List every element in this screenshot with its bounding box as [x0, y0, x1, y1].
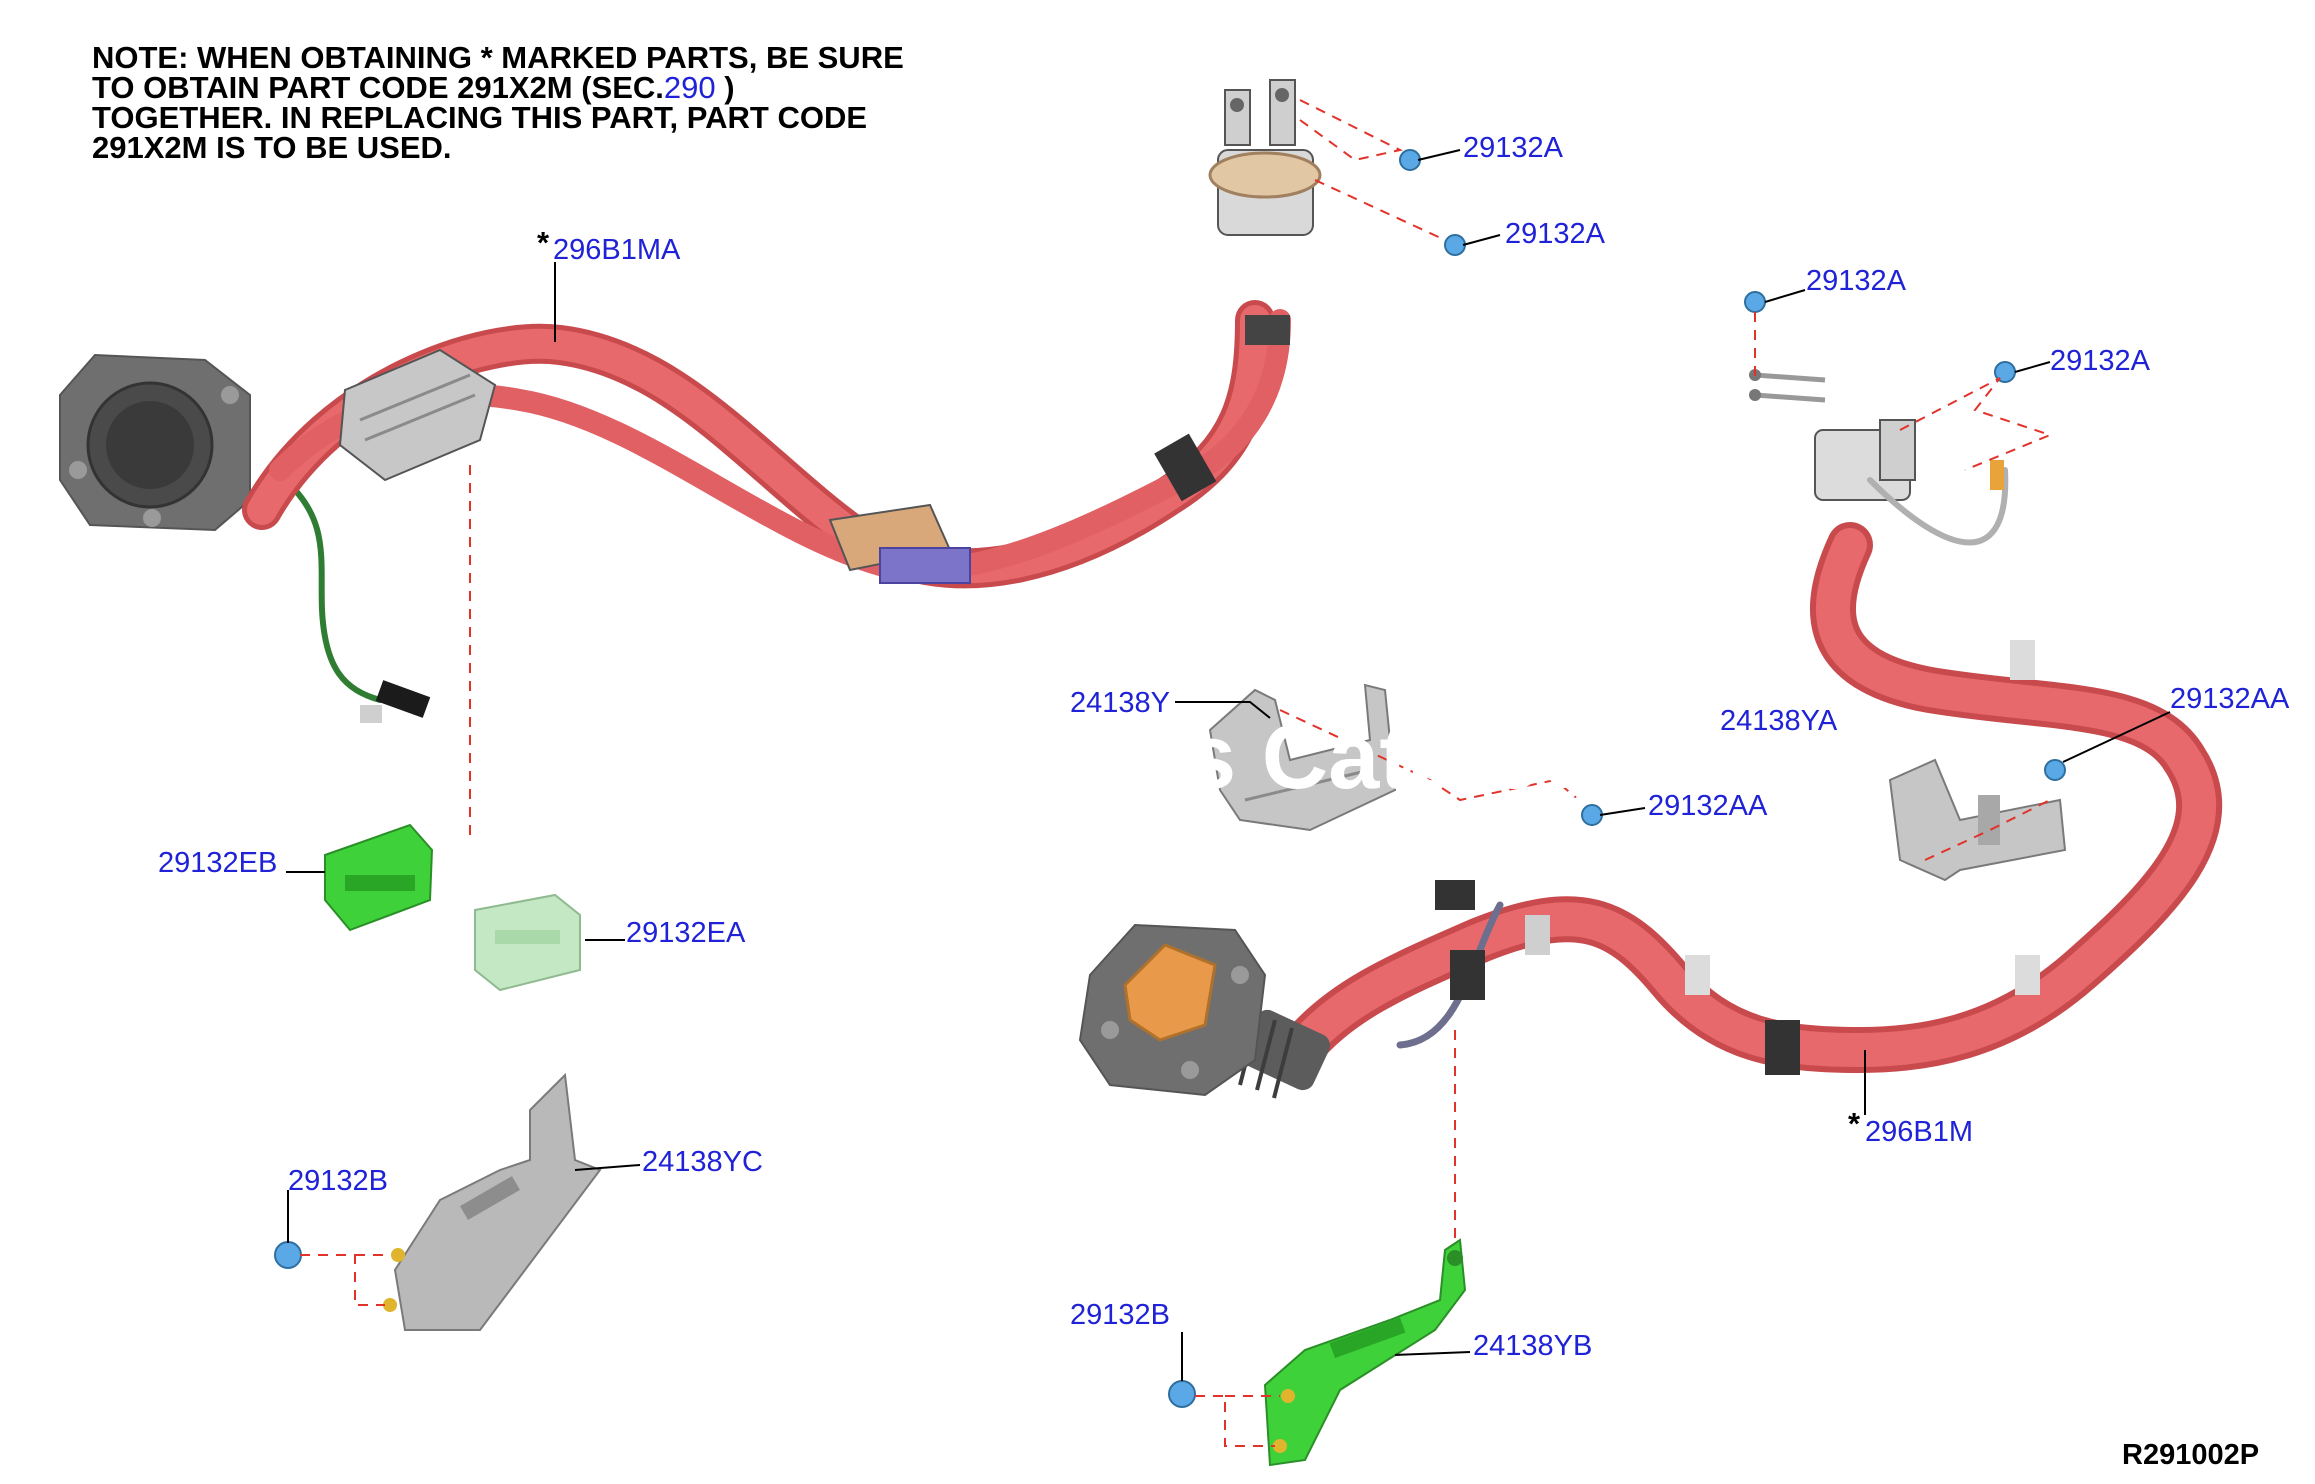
note-block: NOTE: WHEN OBTAINING * MARKED PARTS, BE … [92, 40, 904, 165]
callout-29132EB[interactable]: 29132EB [158, 847, 277, 879]
bolt-icon [1399, 149, 1421, 171]
bolt-icon [383, 1298, 397, 1312]
hose-clamp [1154, 433, 1217, 502]
section-ref-link[interactable]: 290 [664, 70, 716, 105]
bracket-24138YC [393, 1072, 602, 1331]
bracket-24138YA [1888, 758, 2067, 882]
sensor-terminal [1990, 460, 2004, 490]
callout-29132A-3[interactable]: 29132A [1806, 265, 1907, 297]
callout-labels: * 296B1MA 29132A 29132A 29132A 29132A 24… [158, 132, 2290, 1362]
nut-icon [274, 1241, 302, 1269]
ground-wire [282, 477, 383, 703]
note-line-2: TO OBTAIN PART CODE 291X2M (SEC.290 ) [92, 70, 735, 105]
hose-clamp [1685, 955, 1710, 995]
bolt-icon [1444, 234, 1466, 256]
charge-port-icon [59, 353, 251, 532]
nut-icon [1168, 1380, 1196, 1408]
hose-clamp [1245, 315, 1290, 345]
hose-clamp [2010, 640, 2035, 680]
harness-terminal-upper-right [1749, 369, 1916, 501]
bolt-icon [1281, 1389, 1295, 1403]
callout-29132AA-1[interactable]: 29132AA [2170, 683, 2290, 715]
clip-29132EB [324, 823, 434, 932]
callout-24138Y[interactable]: 24138Y [1070, 687, 1170, 719]
note-line-2-text: TO OBTAIN PART CODE 291X2M (SEC. [92, 70, 664, 105]
guide-lines-front [469, 99, 1446, 835]
rear-harness-assembly [1078, 291, 2223, 1099]
bolt-icon [391, 1248, 405, 1262]
hose-clamp [1765, 1020, 1800, 1075]
guide-lines-rear [1279, 312, 2053, 1240]
diagram-id: R291002P [2122, 1439, 2259, 1471]
callout-29132B-2[interactable]: 29132B [1070, 1299, 1170, 1331]
bolt-icon [2044, 759, 2066, 781]
clip-29132EA [474, 893, 581, 992]
callout-29132AA-2[interactable]: 29132AA [1648, 790, 1768, 822]
note-line-4: 291X2M IS TO BE USED. [92, 130, 452, 165]
callout-24138YA[interactable]: 24138YA [1720, 705, 1838, 737]
guide-yc-1 [300, 1254, 385, 1306]
callout-296B1M[interactable]: 296B1M [1865, 1116, 1973, 1148]
charge-port-icon [1078, 923, 1267, 1097]
ground-terminal [360, 680, 431, 723]
bracket-24138YB [1263, 1238, 1467, 1467]
bolt-icon [1581, 804, 1603, 826]
note-line-1: NOTE: WHEN OBTAINING * MARKED PARTS, BE … [92, 40, 904, 75]
callout-29132B-1[interactable]: 29132B [288, 1165, 388, 1197]
bolt-icon [1744, 291, 1766, 313]
guide-yb-1 [1195, 1395, 1275, 1447]
callout-29132A-2[interactable]: 29132A [1505, 218, 1606, 250]
star-marker-rear: * [1848, 1106, 1861, 1141]
hose-connector-block [828, 503, 971, 584]
star-marker-front: * [537, 225, 550, 260]
bracket-24138Y [1208, 683, 1397, 832]
rear-leaders [1175, 289, 2171, 1381]
callout-296B1MA[interactable]: 296B1MA [553, 234, 681, 266]
harness-terminal-top [1208, 79, 1322, 236]
rear-wire-connector [1435, 880, 1475, 910]
callout-29132EA[interactable]: 29132EA [626, 917, 746, 949]
callout-29132A-1[interactable]: 29132A [1463, 132, 1564, 164]
callout-24138YB[interactable]: 24138YB [1473, 1330, 1592, 1362]
front-leaders [554, 149, 1501, 342]
watermark-text: s Catalog O CA [1185, 706, 1855, 808]
bolt-icon [1273, 1439, 1287, 1453]
junction-box [338, 348, 497, 482]
note-line-3: TOGETHER. IN REPLACING THIS PART, PART C… [92, 100, 867, 135]
callout-29132A-4[interactable]: 29132A [2050, 345, 2151, 377]
callout-24138YC[interactable]: 24138YC [642, 1146, 763, 1178]
front-harness-assembly [59, 79, 1466, 723]
hose-clamp [2015, 955, 2040, 995]
note-line-2-close: ) [716, 70, 735, 105]
sensor-wire [1867, 467, 2009, 546]
hose-clamp [1525, 915, 1550, 955]
leader-yc [574, 1164, 641, 1171]
hose-clamp [1450, 950, 1485, 1000]
